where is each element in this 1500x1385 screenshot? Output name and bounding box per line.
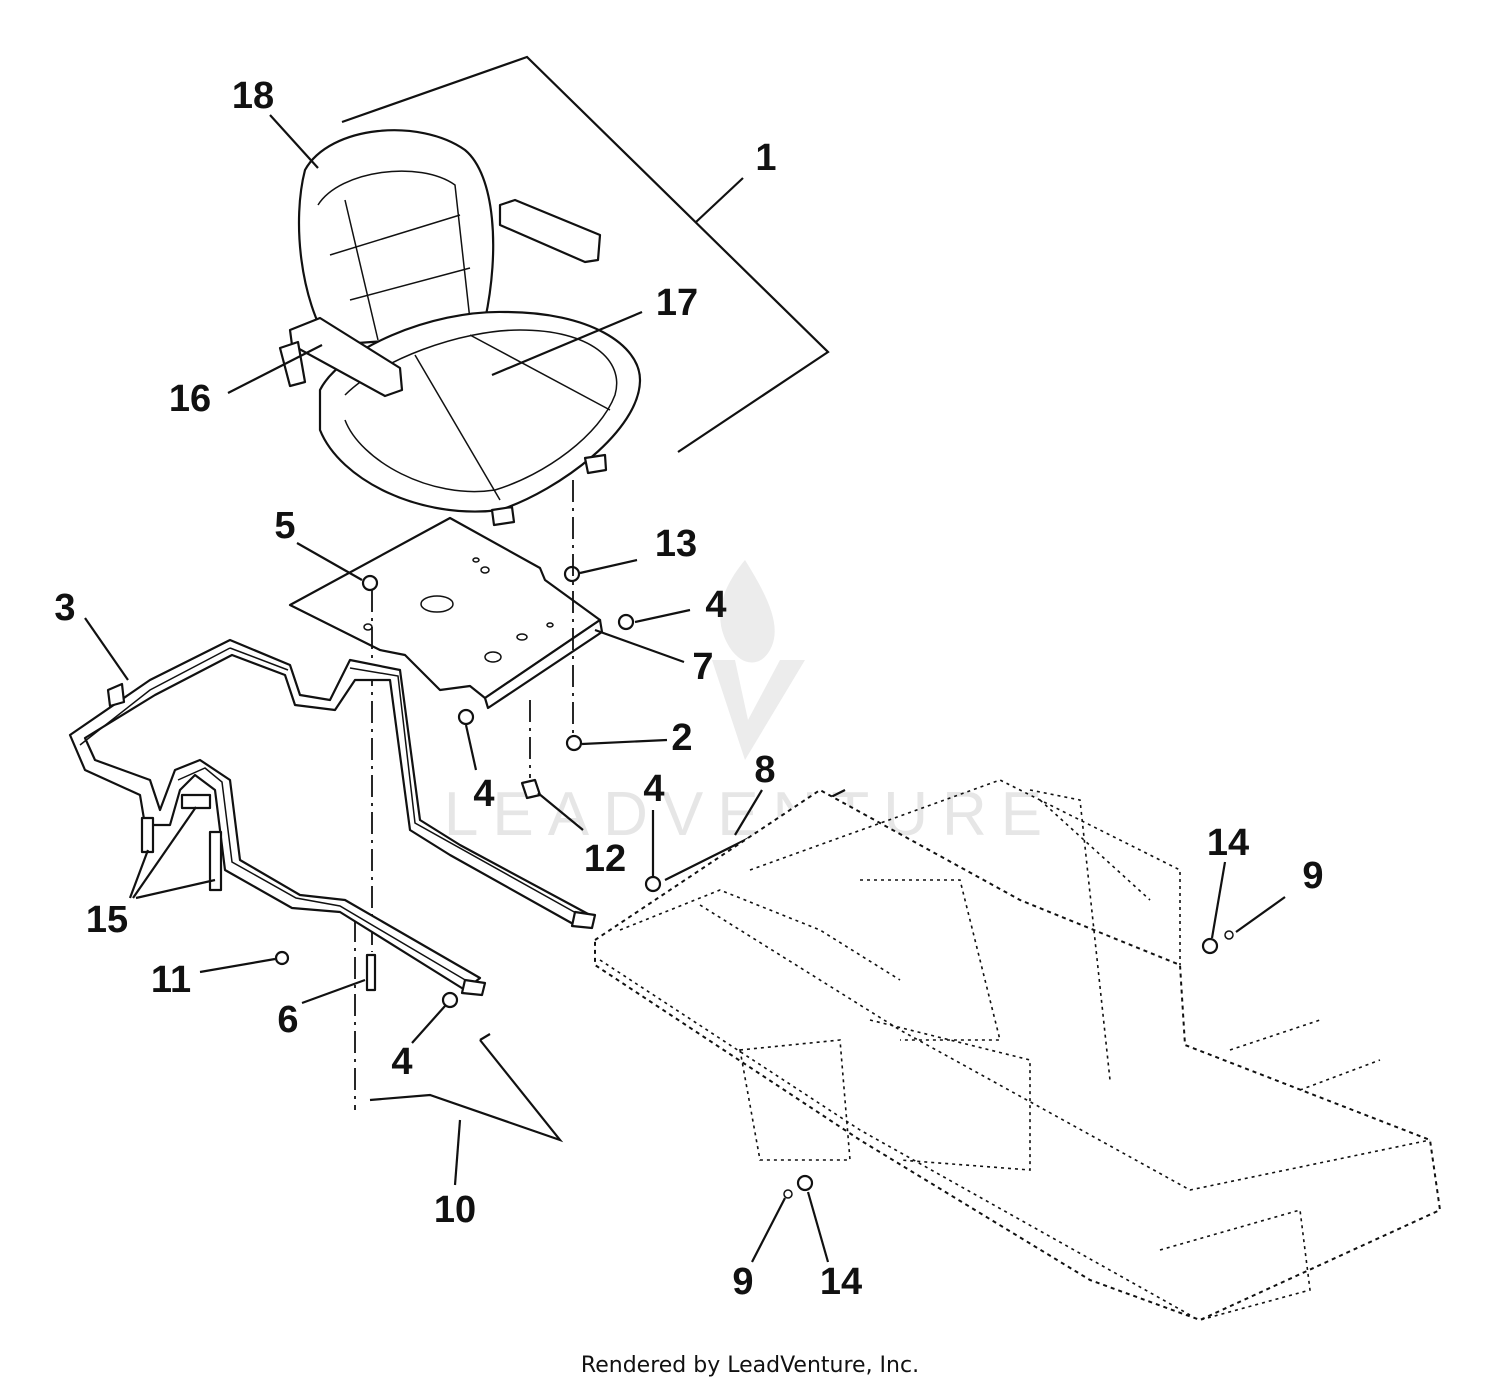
callout-4-upper: 4 xyxy=(705,584,726,626)
rod-10 xyxy=(369,1033,564,1143)
leader-lines xyxy=(84,114,1286,1263)
clip-9-lower xyxy=(783,1189,793,1199)
callout-6: 6 xyxy=(277,999,298,1041)
clip-9-upper xyxy=(1224,930,1234,940)
callout-3: 3 xyxy=(54,587,75,629)
callout-9-lower: 9 xyxy=(732,1261,753,1303)
callout-4-lower: 4 xyxy=(391,1041,412,1083)
hardware xyxy=(274,565,1234,1199)
callout-5: 5 xyxy=(274,505,295,547)
callout-15: 15 xyxy=(86,899,128,941)
frame-rail xyxy=(68,638,597,997)
nut-13 xyxy=(563,565,581,583)
bushing-4-lower xyxy=(441,991,459,1009)
callout-14-lower: 14 xyxy=(820,1261,862,1303)
leadventure-watermark: LEADVENTURE xyxy=(444,560,1056,849)
center-lines xyxy=(354,480,574,1110)
callout-9-upper: 9 xyxy=(1302,855,1323,897)
footer-credit: Rendered by LeadVenture, Inc. xyxy=(581,1353,919,1378)
callout-8: 8 xyxy=(754,749,775,791)
callout-2: 2 xyxy=(671,717,692,759)
seat-plate xyxy=(288,516,604,710)
bushing-4-plate xyxy=(457,708,475,726)
washer-14-upper xyxy=(1201,937,1219,955)
washer-14-lower xyxy=(796,1174,814,1192)
callout-12: 12 xyxy=(584,838,626,880)
bushing-4-rod xyxy=(644,875,662,893)
nut-5 xyxy=(361,574,379,592)
callout-18: 18 xyxy=(232,75,274,117)
assembly-bracket xyxy=(341,55,830,453)
callout-4-rod: 4 xyxy=(643,768,664,810)
seat-assembly xyxy=(278,129,642,527)
callout-10: 10 xyxy=(434,1189,476,1231)
pads xyxy=(140,793,223,892)
tractor-frame xyxy=(594,779,1441,1321)
watermark-text: LEADVENTURE xyxy=(444,780,1056,849)
callout-11: 11 xyxy=(151,959,191,1001)
callout-7: 7 xyxy=(692,646,713,688)
callout-14-upper: 14 xyxy=(1207,822,1249,864)
screw-11 xyxy=(274,950,290,966)
callout-17: 17 xyxy=(656,282,698,324)
callout-13: 13 xyxy=(655,523,697,565)
callout-16: 16 xyxy=(169,378,211,420)
callout-1: 1 xyxy=(755,137,776,179)
bushing-4-upper xyxy=(617,613,635,631)
callout-4-plate: 4 xyxy=(473,773,494,815)
callouts: 18 1 17 16 5 13 3 4 7 2 4 8 4 12 14 9 15… xyxy=(54,75,1323,1303)
nut-2 xyxy=(565,734,583,752)
bolt-6 xyxy=(365,953,377,992)
